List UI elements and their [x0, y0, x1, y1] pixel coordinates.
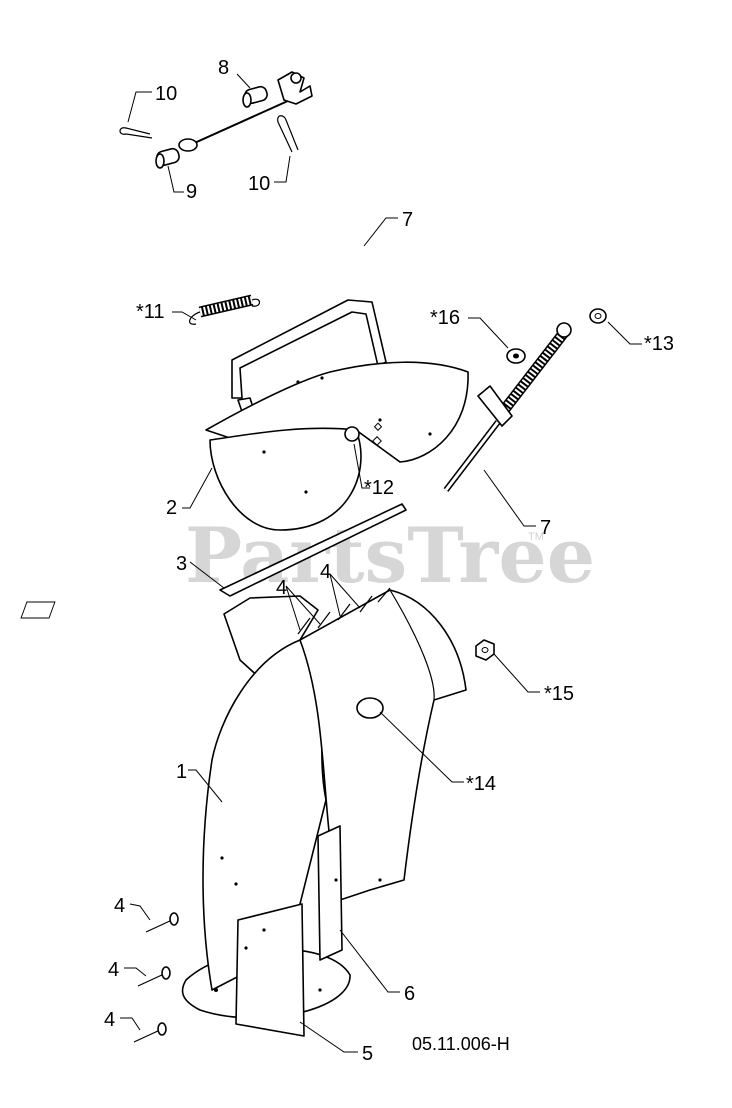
callout-7-lower: 7 — [540, 517, 551, 539]
callout-13: *13 — [644, 333, 674, 355]
callout-6: 6 — [404, 983, 415, 1005]
callout-14: *14 — [466, 773, 496, 795]
part-7-cable-lower — [443, 322, 572, 492]
callout-4-rivet-c: 4 — [104, 1009, 115, 1031]
callout-9: 9 — [186, 181, 197, 203]
part-4-rivet-c — [133, 1022, 167, 1043]
part-10-hairpin-left — [119, 127, 153, 139]
callout-10-left: 10 — [155, 83, 177, 105]
part-4-rivet-b — [137, 966, 171, 987]
part-8-pin — [242, 85, 268, 108]
part-1-chute — [20, 589, 467, 1037]
callout-5: 5 — [362, 1043, 373, 1065]
part-4-rivet-a — [145, 912, 179, 933]
callout-4-rivet-b: 4 — [108, 959, 119, 981]
part-7-cable-upper — [307, 79, 372, 293]
part-4-rivets-top — [297, 587, 391, 635]
part-2-deflector — [205, 299, 469, 531]
callout-15: *15 — [544, 683, 574, 705]
part-9-collar — [155, 147, 180, 169]
callout-8: 8 — [218, 57, 229, 79]
part-16-bushing — [506, 348, 526, 364]
drawing-number: 05.11.006-H — [412, 1034, 510, 1054]
callout-12: *12 — [364, 477, 394, 499]
callout-10-right: 10 — [248, 173, 270, 195]
callout-4-top-left: 4 — [276, 577, 287, 599]
watermark-trademark: TM — [528, 531, 544, 543]
callout-4-rivet-a: 4 — [114, 895, 125, 917]
callout-1: 1 — [176, 761, 187, 783]
part-3-plate — [219, 503, 407, 597]
part-11-spring — [189, 294, 261, 325]
callout-labels: 8 10 9 10 7 *11 *16 *13 2 *12 7 3 4 4 *1… — [104, 57, 674, 1065]
part-10-hairpin-right — [277, 115, 299, 153]
callout-11: *11 — [136, 301, 165, 323]
callout-4-top-right: 4 — [320, 561, 331, 583]
callout-3: 3 — [176, 553, 187, 575]
part-15-nut — [475, 639, 495, 661]
callout-2: 2 — [166, 497, 177, 519]
part-13-nut — [589, 308, 607, 324]
callout-7-upper: 7 — [402, 209, 413, 231]
leader-lines — [120, 73, 642, 1053]
handle-linkage — [178, 71, 313, 152]
callout-16: *16 — [430, 307, 460, 329]
